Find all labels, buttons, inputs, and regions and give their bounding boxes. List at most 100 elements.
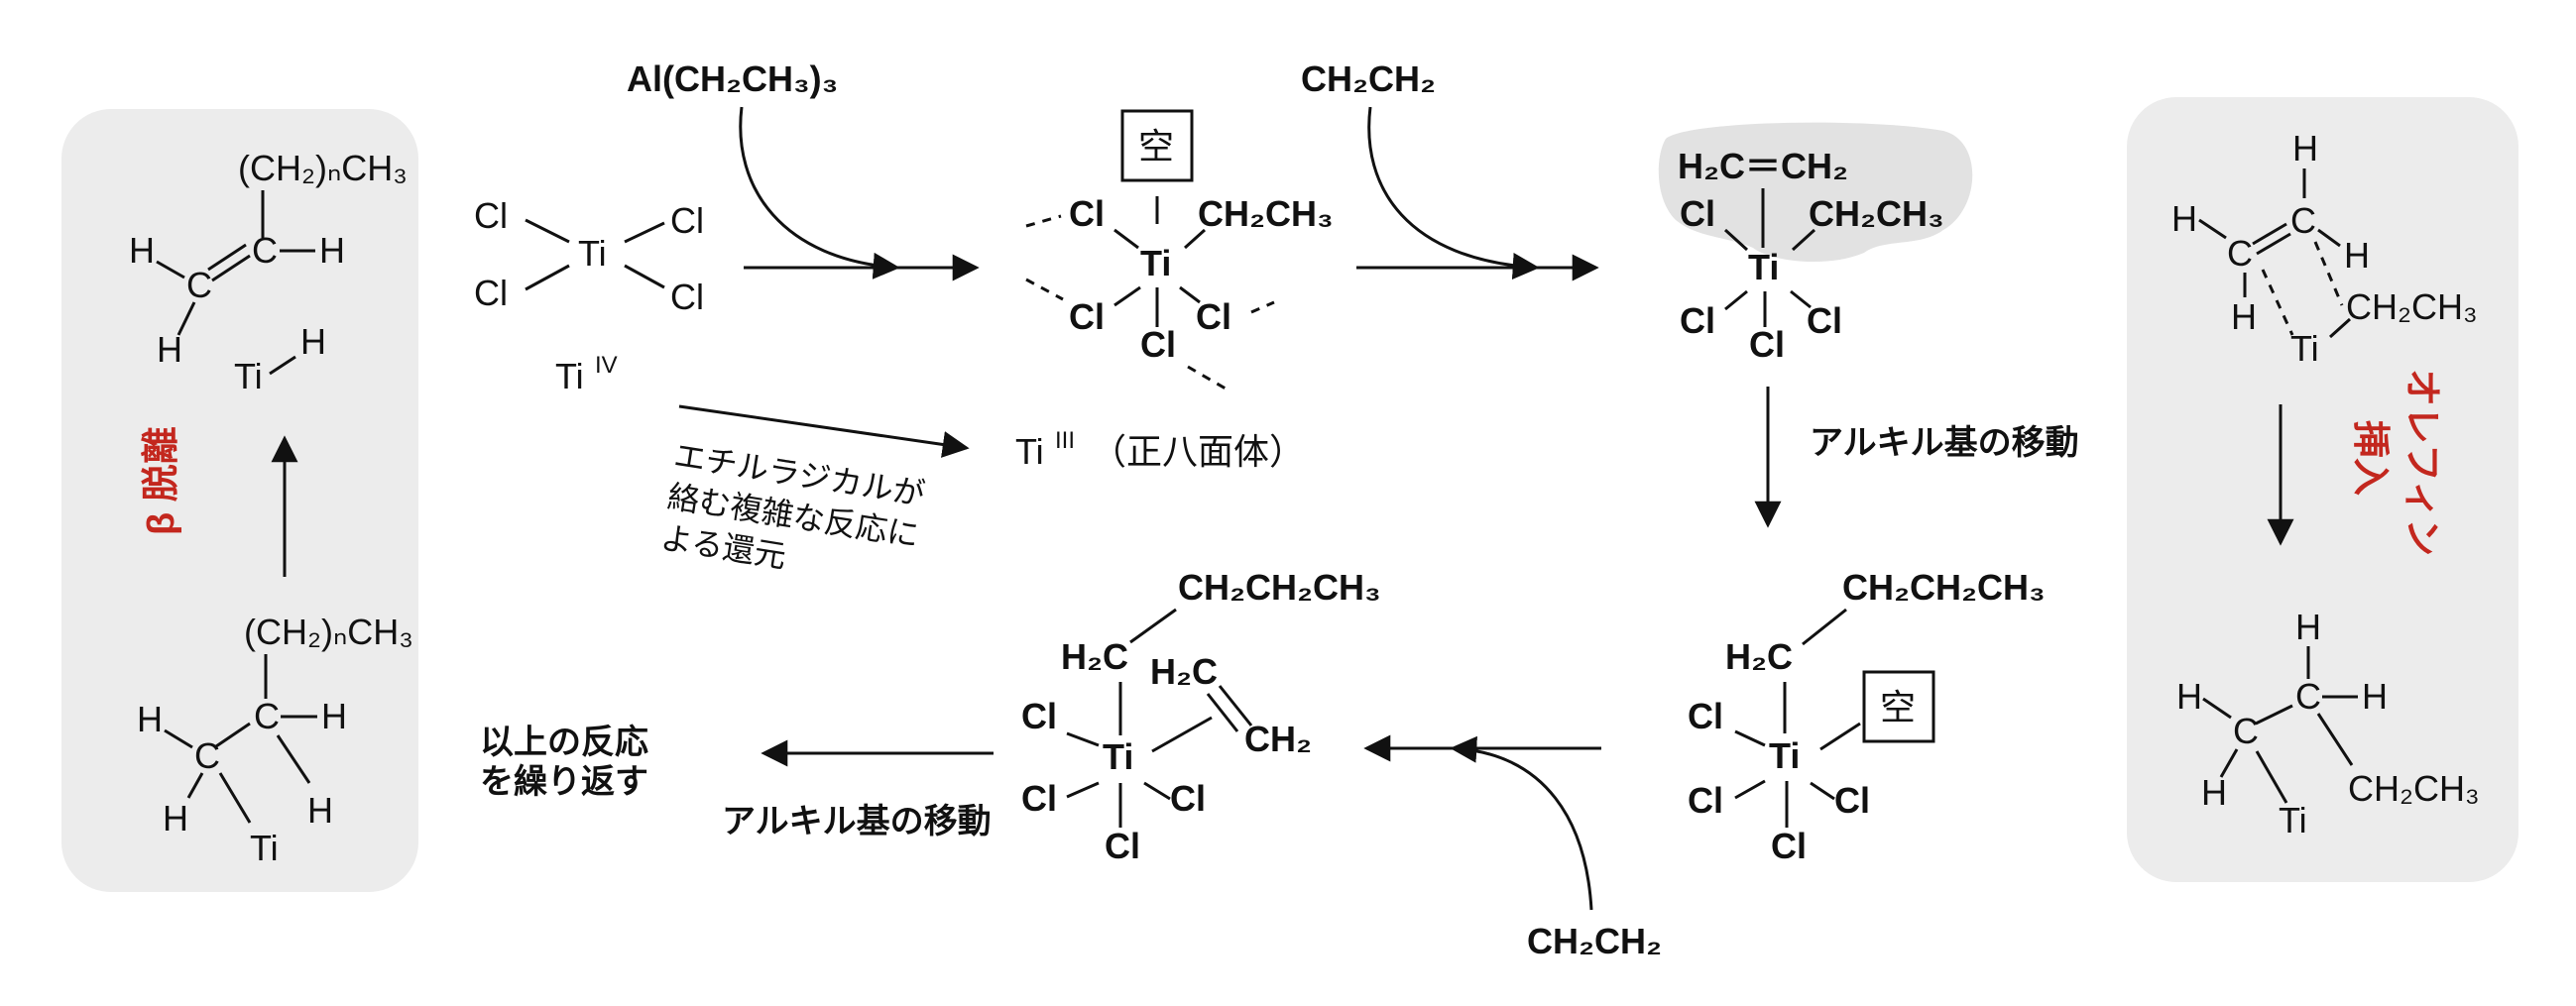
- methylene-group: H₂C: [1725, 636, 1793, 677]
- hydrogen-atom: H: [2295, 607, 2321, 647]
- insertion-product: H C H H C CH₂CH₃ H Ti: [2176, 607, 2480, 840]
- olefin-insertion-label-1: オレフィン: [2400, 369, 2442, 556]
- chlorine-atom: Cl: [1170, 778, 1206, 819]
- beta-elimination-label: β 脱離: [141, 426, 182, 535]
- alkyl-aluminum-reagent: Al(CH₂CH₃)₃: [627, 58, 838, 99]
- ti3-octahedral-complex: 空 Ti Cl CH₂CH₃ Cl Cl Cl: [1025, 109, 1334, 391]
- titanium-atom: Ti: [234, 356, 263, 396]
- ethyl-group: CH₂CH₃: [1809, 193, 1944, 234]
- titanium-atom: Ti: [2279, 800, 2307, 840]
- beta-elimination-panel: [61, 109, 418, 892]
- chlorine-atom: Cl: [1807, 300, 1842, 341]
- vinyl-methylene: H₂C: [1150, 651, 1218, 692]
- carbon-atom: C: [186, 265, 212, 305]
- ti3-label: Ti: [1015, 431, 1044, 472]
- chlorine-atom: Cl: [1069, 193, 1105, 234]
- hydrogen-atom: H: [307, 790, 333, 831]
- ethyl-group: CH₂CH₃: [2348, 768, 2480, 809]
- titanium-atom: Ti: [578, 233, 607, 274]
- hydrogen-atom: H: [163, 798, 188, 838]
- alkene-product: (CH₂)ₙCH₃ C H C H H Ti H: [129, 148, 408, 396]
- hydrogen-atom: H: [319, 230, 345, 271]
- butyl-vacant-complex: CH₂CH₂CH₃ H₂C 空 Ti Cl Cl Cl Cl: [1688, 567, 2046, 866]
- chlorine-atom: Cl: [1105, 826, 1140, 866]
- ethylene-curved-arrow-bottom: [1450, 735, 1593, 911]
- chlorine-atom: Cl: [1688, 780, 1723, 821]
- coordinated-ethylene: H₂C＝CH₂: [1678, 146, 1848, 186]
- titanium-atom: Ti: [2290, 328, 2319, 369]
- hydrogen-atom: H: [321, 696, 347, 736]
- ethylene-complex: H₂C＝CH₂ Ti Cl CH₂CH₃ Cl Cl Cl: [1678, 146, 1944, 365]
- hydrogen-atom: H: [2171, 198, 2197, 239]
- chain-label: (CH₂)ₙCH₃: [244, 612, 413, 652]
- butyl-ethylene-complex: CH₂CH₂CH₃ H₂C H₂C CH₂ Ti Cl Cl Cl Cl: [1021, 567, 1381, 866]
- hydrogen-atom: H: [2344, 235, 2370, 276]
- chlorine-atom: Cl: [1196, 296, 1231, 337]
- titanium-atom: Ti: [1103, 736, 1133, 777]
- hydrogen-atom: H: [157, 329, 182, 370]
- ethylene-reagent-top: CH₂CH₂: [1301, 58, 1436, 99]
- ticl4: Ti Cl Cl Cl Cl: [474, 195, 704, 317]
- carbon-atom: C: [2295, 676, 2321, 717]
- chlorine-atom: Cl: [474, 195, 508, 236]
- alkyl-al-curved-arrow: [739, 106, 900, 279]
- vinyl-methylene-right: CH₂: [1244, 719, 1312, 759]
- titanium-atom: Ti: [1140, 243, 1171, 283]
- chlorine-atom: Cl: [1140, 324, 1176, 365]
- chlorine-atom: Cl: [670, 200, 704, 241]
- carbon-atom: C: [252, 230, 278, 271]
- chain-label: (CH₂)ₙCH₃: [238, 148, 408, 188]
- reduction-note: エチルラジカルが 絡む複雑な反応に よる還元: [658, 437, 927, 574]
- chlorine-atom: Cl: [1834, 780, 1870, 821]
- ethylene-reagent-bottom: CH₂CH₂: [1527, 921, 1662, 961]
- hydrogen-atom: H: [129, 230, 155, 271]
- titanium-atom: Ti: [1769, 735, 1800, 776]
- repeat-label-line1: 以上の反応: [480, 724, 648, 761]
- ethyl-group: CH₂CH₃: [2346, 286, 2478, 327]
- ti4-superscript: IV: [595, 352, 618, 379]
- ethyl-group: CH₂CH₃: [1198, 193, 1334, 234]
- repeat-label-line2: を繰り返す: [480, 763, 648, 801]
- alkyl-migration-label-bottom: アルキル基の移動: [722, 803, 992, 840]
- hydrogen-atom: H: [2176, 676, 2202, 717]
- hydrogen-atom: H: [2292, 128, 2318, 168]
- titanium-atom: Ti: [250, 828, 279, 868]
- chlorine-atom: Cl: [1021, 778, 1057, 819]
- hydrogen-atom: H: [2201, 772, 2227, 813]
- chlorine-atom: Cl: [474, 273, 508, 313]
- ethylene-curved-arrow-top: [1367, 106, 1540, 279]
- chlorine-atom: Cl: [1688, 696, 1723, 736]
- carbon-atom: C: [254, 696, 280, 736]
- alkyl-migration-label-right: アルキル基の移動: [1810, 424, 2079, 462]
- reduction-arrow: [678, 404, 970, 458]
- olefin-insertion-panel: [2127, 97, 2518, 882]
- carbon-atom: C: [2233, 711, 2259, 751]
- chlorine-atom: Cl: [670, 277, 704, 317]
- hydrogen-atom: H: [137, 699, 163, 739]
- carbon-atom: C: [194, 735, 220, 776]
- vacant-site-box-2: [1862, 670, 1935, 743]
- insertion-transition-state: H C H C H H Ti CH₂CH₃: [2171, 128, 2478, 369]
- chlorine-atom: Cl: [1680, 193, 1715, 234]
- carbon-atom: C: [2290, 200, 2316, 241]
- vacant-site-box: [1120, 109, 1194, 182]
- carbon-atom: C: [2227, 233, 2253, 274]
- methylene-group: H₂C: [1061, 636, 1128, 677]
- chlorine-atom: Cl: [1069, 296, 1105, 337]
- hydrogen-atom: H: [300, 321, 326, 362]
- ti4-label: Ti: [555, 356, 584, 396]
- hydrogen-atom: H: [2231, 296, 2257, 337]
- chlorine-atom: Cl: [1021, 696, 1057, 736]
- ti3-superscript: III: [1055, 427, 1075, 454]
- hydrogen-atom: H: [2362, 676, 2388, 717]
- chlorine-atom: Cl: [1749, 324, 1785, 365]
- olefin-insertion-label-2: 挿入: [2349, 420, 2391, 496]
- titanium-atom: Ti: [1748, 247, 1779, 287]
- octahedral-note: （正八面体）: [1091, 431, 1305, 472]
- vacant-site-label-2: 空: [1880, 687, 1916, 727]
- butyl-group: CH₂CH₂CH₃: [1178, 567, 1381, 608]
- alkyl-titanium: (CH₂)ₙCH₃ C H H C H H Ti: [137, 612, 413, 868]
- vacant-site-label: 空: [1138, 126, 1174, 167]
- ethylene-coordination-highlight: [1658, 122, 1973, 263]
